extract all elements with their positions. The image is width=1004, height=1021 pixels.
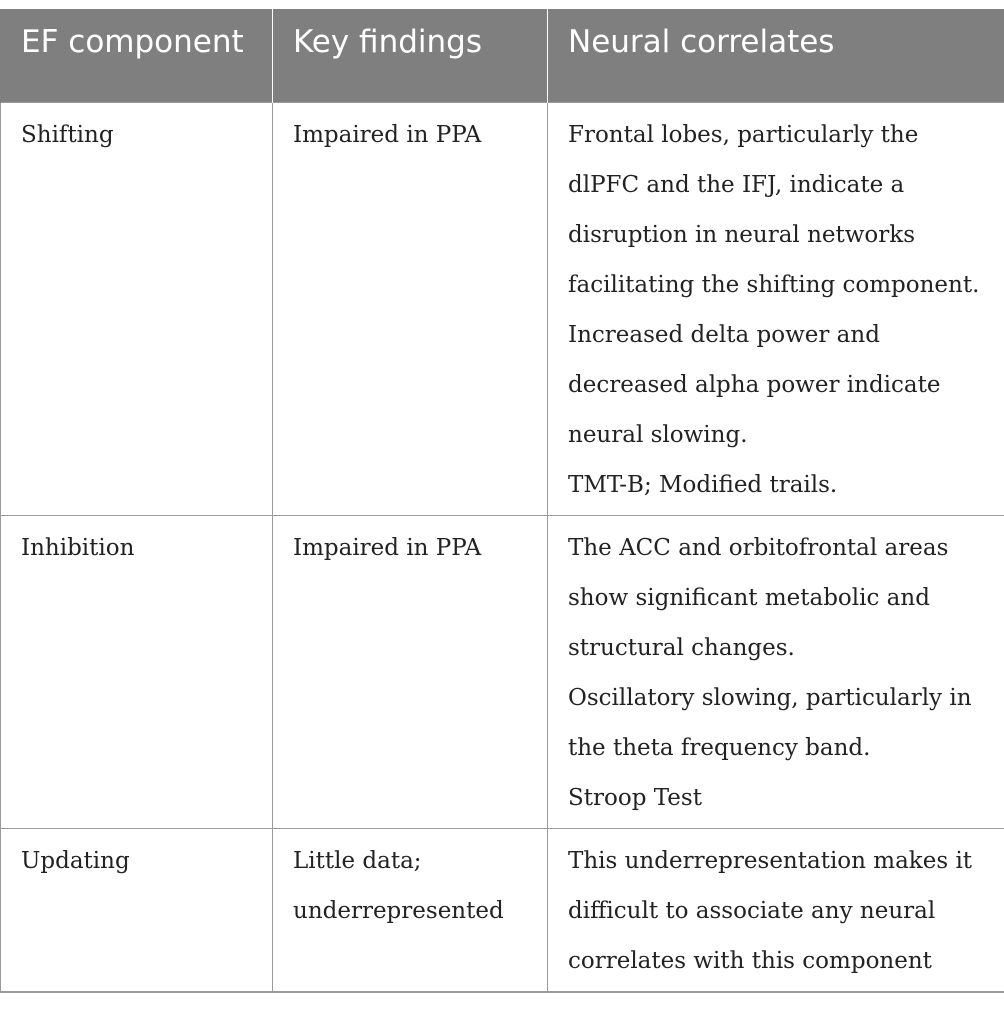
- component-text: Updating: [21, 847, 130, 874]
- header-key-findings: Key findings: [272, 9, 548, 102]
- header-ef-component: EF component: [0, 9, 273, 102]
- correlates-line: difficult to associate any neural: [568, 897, 936, 924]
- correlates-line: disruption in neural networks: [568, 221, 916, 248]
- correlates-line: Increased delta power and: [568, 321, 880, 348]
- cell-correlates: Frontal lobes, particularly the dlPFC an…: [547, 101, 1004, 516]
- correlates-line: neural slowing.: [568, 421, 748, 448]
- table-header-row: EF component Key findings Neural correla…: [0, 9, 1004, 102]
- correlates-line: facilitating the shifting component.: [568, 271, 980, 298]
- findings-text: Little data;: [293, 847, 422, 874]
- correlates-line: structural changes.: [568, 634, 795, 661]
- cell-correlates: The ACC and orbitofrontal areas show sig…: [547, 514, 1004, 829]
- findings-text: Impaired in PPA: [293, 534, 482, 561]
- correlates-line: decreased alpha power indicate: [568, 371, 941, 398]
- ef-components-table: EF component Key findings Neural correla…: [0, 9, 1004, 993]
- table-row: Updating Little data; underrepresented T…: [0, 827, 1004, 993]
- correlates-line: Stroop Test: [568, 784, 702, 811]
- correlates-line: This underrepresentation makes it: [568, 847, 973, 874]
- cell-findings: Impaired in PPA: [272, 514, 548, 829]
- cell-findings: Little data; underrepresented: [272, 827, 548, 993]
- cell-component: Updating: [0, 827, 273, 993]
- correlates-line: The ACC and orbitofrontal areas: [568, 534, 949, 561]
- header-label: Neural correlates: [568, 24, 835, 60]
- findings-text: Impaired in PPA: [293, 121, 482, 148]
- header-label: Key findings: [293, 24, 482, 60]
- correlates-line: Frontal lobes, particularly the: [568, 121, 919, 148]
- correlates-line: show significant metabolic and: [568, 584, 930, 611]
- cell-component: Shifting: [0, 101, 273, 516]
- component-text: Shifting: [21, 121, 114, 148]
- cell-component: Inhibition: [0, 514, 273, 829]
- component-text: Inhibition: [21, 534, 135, 561]
- cell-correlates: This underrepresentation makes it diffic…: [547, 827, 1004, 993]
- correlates-line: dlPFC and the IFJ, indicate a: [568, 171, 905, 198]
- correlates-line: TMT-B; Modified trails.: [568, 471, 838, 498]
- table-row: Inhibition Impaired in PPA The ACC and o…: [0, 514, 1004, 829]
- findings-text: underrepresented: [293, 897, 504, 924]
- correlates-line: the theta frequency band.: [568, 734, 871, 761]
- header-neural-correlates: Neural correlates: [547, 9, 1004, 102]
- correlates-line: correlates with this component: [568, 947, 932, 974]
- correlates-line: Oscillatory slowing, particularly in: [568, 684, 972, 711]
- header-label: EF component: [21, 24, 244, 60]
- table-row: Shifting Impaired in PPA Frontal lobes, …: [0, 101, 1004, 516]
- cell-findings: Impaired in PPA: [272, 101, 548, 516]
